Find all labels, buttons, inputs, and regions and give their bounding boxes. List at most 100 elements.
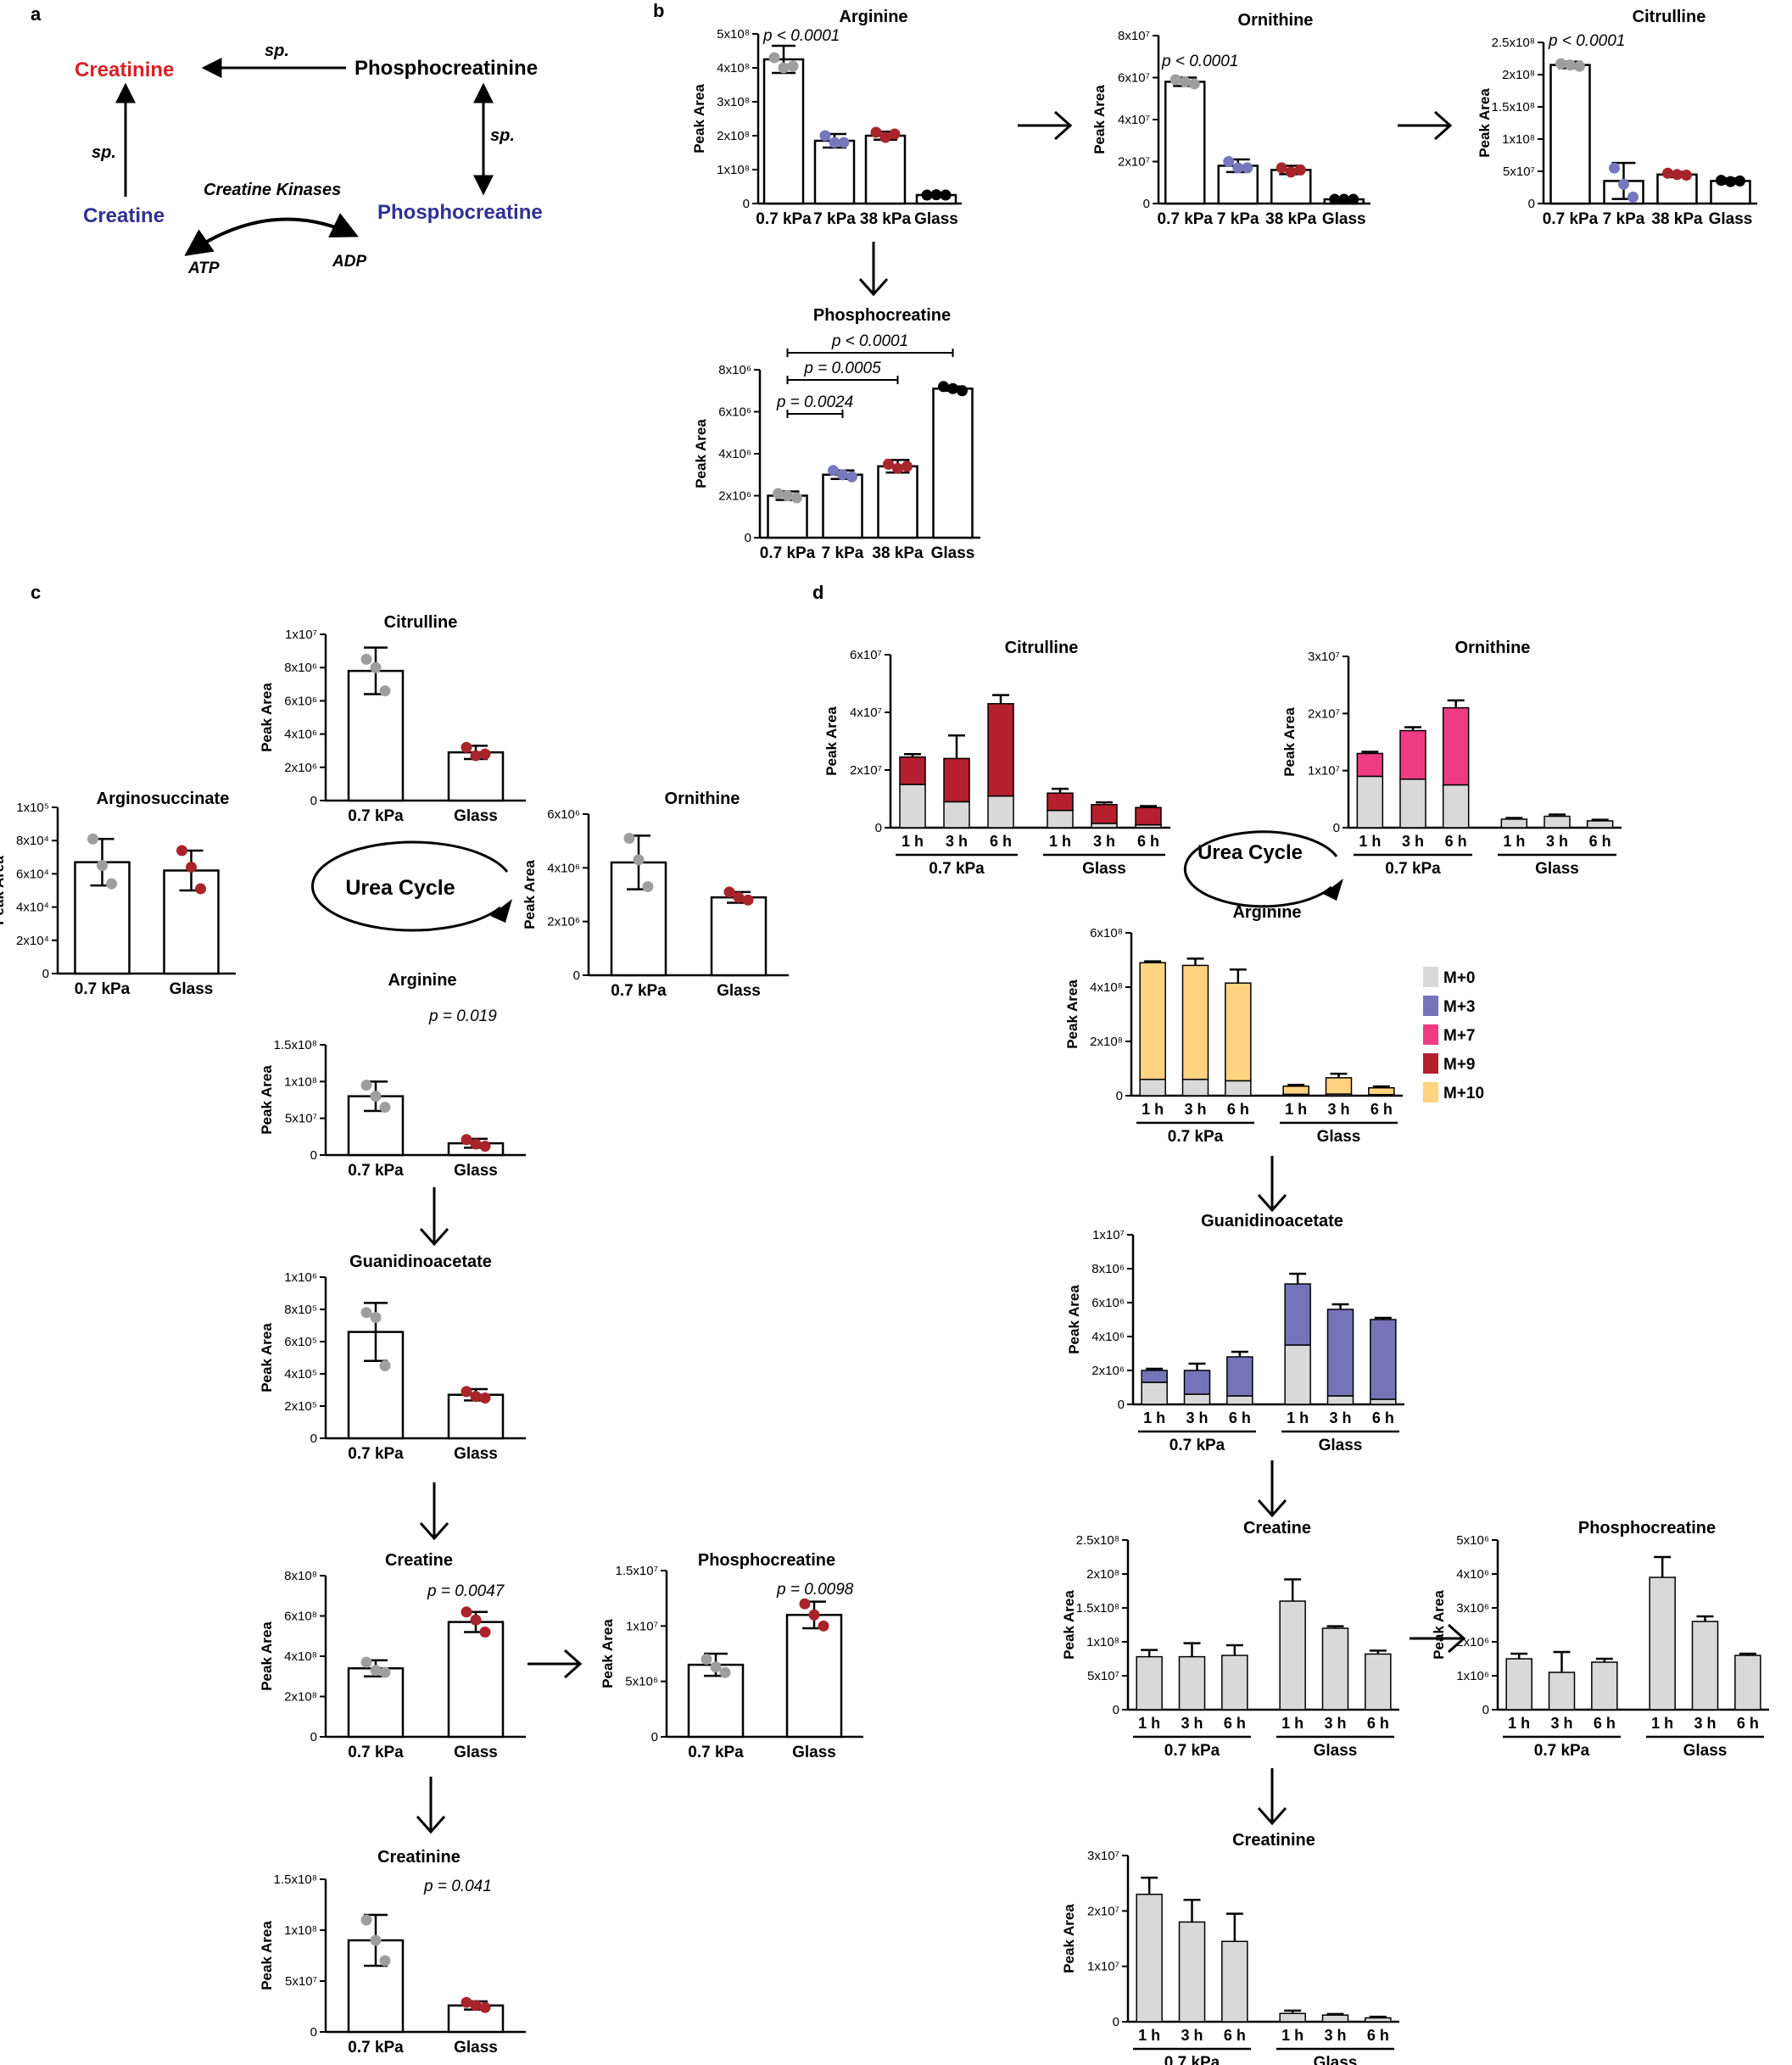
p-value-annotation: p = 0.019 [428,1007,497,1025]
data-point [1734,175,1745,187]
bar-segment [1326,1309,1354,1397]
chart-title: Phosphocreatine [698,1551,835,1570]
y-axis-label: Peak Area [259,1065,275,1135]
bar-segment [1225,982,1252,1082]
x-tick-label: 3 h [1181,1715,1203,1732]
data-point [623,833,635,844]
x-tick-label: 3 h [1324,2027,1346,2044]
x-tick-label: 0.7 kPa [1158,210,1214,228]
y-tick-label: 0 [1113,1703,1119,1717]
y-axis-label: Peak Area [691,84,707,153]
x-tick-label: 38 kPa [1651,210,1703,228]
chart-title: Creatine [385,1551,453,1570]
y-tick-label: 0 [1116,1089,1123,1103]
data-point [1618,178,1629,190]
y-tick-label: 4x10⁸ [284,1649,317,1664]
y-tick-label: 0 [875,821,882,835]
x-tick-label: Glass [914,210,958,228]
x-tick-label: 6 h [1737,1715,1759,1732]
p-value-annotation: p < 0.0001 [762,27,840,45]
y-tick-label: 4x10⁴ [16,901,49,915]
y-tick-label: 2x10⁶ [284,761,317,775]
group-label: 0.7 kPa [1164,1742,1220,1760]
chart-title: Arginine [839,8,907,26]
bar-segment [1183,1370,1211,1395]
y-tick-label: 1x10⁸ [1086,1635,1119,1649]
y-tick-label: 4x10⁶ [284,728,317,742]
data-point [370,1665,382,1677]
chart-title: Creatine [1243,1519,1311,1538]
x-tick-label: 3 h [1402,833,1424,850]
y-tick-label: 5x10⁶ [1456,1533,1489,1548]
bar-segment [987,703,1014,797]
x-tick-label: 7 kPa [813,210,856,228]
y-axis-label: Peak Area [1066,1285,1082,1354]
y-tick-label: 5x10⁷ [1503,165,1535,179]
arrow-b-orn-to-cit [1398,110,1453,141]
data-point [1348,193,1359,205]
data-point [837,469,848,481]
flow-arrows [416,110,1466,1834]
bar-segment [1356,752,1384,778]
bar-segment [1091,823,1118,829]
data-point [870,126,882,138]
arrow-d-arg-to-gaa [1257,1156,1287,1213]
y-tick-label: 1.5x10⁸ [1492,100,1535,114]
bar-segment [1226,1356,1253,1397]
bar-segment [1691,1621,1719,1711]
y-tick-label: 8x10⁸ [284,1569,317,1583]
kinase-arc-arrow [184,213,359,256]
data-point [1232,162,1244,174]
y-tick-label: 1x10⁷ [626,1619,658,1633]
y-tick-label: 1.5x10⁸ [274,1038,317,1052]
data-point [1188,78,1200,90]
bar [1549,64,1591,205]
y-tick-label: 0 [1482,1703,1489,1717]
x-tick-label: 6 h [1227,1101,1249,1118]
urea-cycle-c: Urea Cycle [311,840,512,932]
x-tick-label: 1 h [1287,1409,1309,1426]
x-tick-label: 3 h [1186,1409,1208,1426]
chart-title: Ornithine [1455,639,1531,657]
chart-title: Arginine [1232,903,1301,922]
data-point [1609,162,1620,174]
y-tick-label: 1x10⁵ [16,801,49,815]
group-label: Glass [1683,1742,1728,1760]
data-point [97,860,108,872]
legend-label: M+10 [1443,1085,1484,1102]
x-tick-label: 0.7 kPa [756,210,812,228]
creatine-node: Creatine [83,204,165,227]
bar-segment [1047,809,1074,829]
y-axis-label: Peak Area [1477,88,1493,158]
data-point [701,1654,712,1666]
arrow-b-arg-to-pcr [858,242,889,297]
x-tick-label: 6 h [990,833,1012,850]
p-value-annotation: p = 0.041 [423,1878,492,1895]
phosphocreatine-node: Phosphocreatine [377,201,543,224]
x-tick-label: 6 h [1371,1101,1393,1118]
x-tick-label: 1 h [1503,833,1525,850]
urea-cycle-arrowhead-d [1323,879,1343,901]
chart-title: Phosphocreatine [1578,1519,1716,1538]
y-tick-label: 6x10⁶ [547,807,580,822]
y-axis-label: Peak Area [1091,85,1108,154]
data-point [106,878,117,890]
bar-segment [1284,1344,1311,1405]
y-tick-label: 8x10⁷ [1118,29,1150,43]
y-tick-label: 6x10⁷ [1118,71,1150,86]
y-tick-label: 2x10⁶ [547,915,580,929]
x-tick-label: 1 h [1359,833,1381,850]
x-tick-label: 1 h [1281,2027,1304,2044]
arrow-c-arg-to-gaa [419,1187,449,1247]
data-point [1179,75,1191,87]
data-point [470,1614,482,1626]
y-tick-label: 3x10⁷ [1087,1849,1119,1863]
data-point [902,460,913,472]
bar [447,1393,505,1440]
group-label: 0.7 kPa [1168,1128,1224,1146]
data-point [1716,175,1727,187]
data-point [1294,164,1306,176]
